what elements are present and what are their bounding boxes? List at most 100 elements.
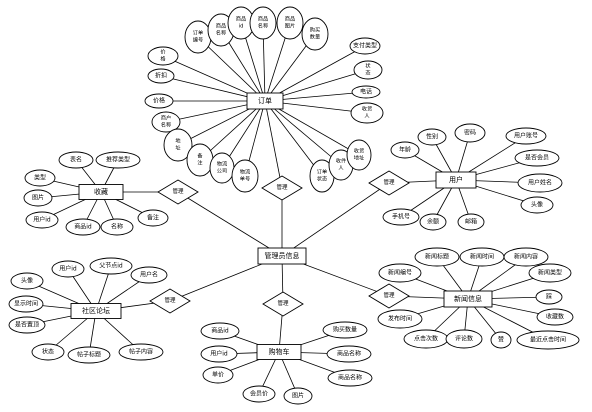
relationship-diamond bbox=[368, 283, 410, 309]
attribute-ellipse bbox=[517, 173, 563, 193]
node-label: 管理员信息 bbox=[265, 251, 300, 260]
attribute-ellipse bbox=[51, 260, 85, 278]
attribute-cart-1: 购买数量 bbox=[322, 321, 368, 339]
attribute-link bbox=[264, 100, 323, 177]
attribute-cart-5: 商品名称 bbox=[327, 369, 373, 387]
attribute-user-5: 用户姓名 bbox=[517, 173, 563, 193]
attribute-ellipse bbox=[490, 331, 512, 349]
attribute-link bbox=[264, 45, 366, 102]
node-label: 用户id bbox=[33, 216, 51, 224]
attribute-link bbox=[197, 36, 266, 102]
node-label: 手机号 bbox=[392, 213, 410, 221]
attribute-forum-3: 用户名 bbox=[130, 266, 168, 284]
node-label: 收藏数 bbox=[546, 313, 564, 321]
attribute-ellipse bbox=[520, 196, 554, 214]
attribute-ellipse bbox=[8, 316, 46, 334]
attribute-forum-2: 父节点id bbox=[89, 257, 133, 275]
attribute-ellipse bbox=[301, 17, 329, 51]
attribute-favorite-2: 类型 bbox=[24, 169, 56, 187]
relation-link bbox=[281, 182, 390, 257]
node-label: 状态 bbox=[42, 348, 54, 356]
node-label: 新闻信息 bbox=[454, 294, 482, 303]
node-label: 密码 bbox=[464, 129, 476, 137]
attribute-ellipse bbox=[147, 68, 175, 84]
node-label: 社区论坛 bbox=[82, 306, 110, 315]
attribute-order-14: 地址 bbox=[163, 128, 193, 162]
node-label: 新闻类型 bbox=[538, 269, 562, 277]
attribute-order-9: 商户名称 bbox=[151, 111, 181, 133]
attribute-ellipse bbox=[25, 211, 59, 229]
node-label: 用户账号 bbox=[514, 132, 538, 140]
attribute-order-17: 物流单号 bbox=[231, 159, 259, 193]
node-label: 管理 bbox=[277, 299, 289, 307]
node-label: 新闻标题 bbox=[425, 253, 449, 261]
node-label: 新闻内容 bbox=[514, 253, 538, 261]
node-label: 年龄 bbox=[399, 146, 411, 154]
node-label: 推荐类型 bbox=[106, 156, 130, 164]
attribute-user-4: 是否会员 bbox=[514, 149, 560, 167]
attribute-news-8: 赞 bbox=[490, 331, 512, 349]
node-label: 类型 bbox=[34, 174, 46, 182]
attribute-user-3: 用户账号 bbox=[505, 127, 547, 145]
node-label: 商品名称 bbox=[258, 15, 268, 30]
entity-rect bbox=[246, 92, 284, 110]
node-label: 表名 bbox=[70, 156, 82, 164]
attribute-ellipse bbox=[200, 345, 238, 363]
attribute-ellipse bbox=[382, 208, 420, 226]
node-label: 商品名称 bbox=[338, 374, 362, 382]
attribute-ellipse bbox=[10, 272, 44, 290]
attribute-ellipse bbox=[503, 247, 549, 267]
node-label: 新闻时间 bbox=[470, 253, 494, 261]
attribute-cart-6: 会员价 bbox=[242, 385, 276, 403]
node-label: 状态 bbox=[365, 62, 371, 77]
node-label: 帖子内容 bbox=[129, 348, 153, 356]
attribute-ellipse bbox=[276, 6, 304, 40]
entity-rect bbox=[256, 344, 302, 360]
entity-rect bbox=[70, 303, 122, 319]
attribute-ellipse bbox=[454, 123, 486, 143]
attribute-news-10: 收藏数 bbox=[536, 308, 574, 326]
node-label: 用户名 bbox=[140, 271, 158, 279]
node-label: 邮箱 bbox=[465, 218, 477, 226]
attribute-ellipse bbox=[514, 149, 560, 167]
attribute-cart-7: 图片 bbox=[283, 387, 313, 405]
attribute-news-7: 评论数 bbox=[445, 329, 483, 349]
node-label: 收货人 bbox=[362, 105, 372, 120]
attribute-cart-4: 单价 bbox=[202, 366, 234, 384]
attribute-ellipse bbox=[353, 60, 383, 80]
attribute-favorite-4: 用户id bbox=[25, 211, 59, 229]
node-label: 新闻编号 bbox=[388, 269, 412, 277]
node-label: 点击次数 bbox=[414, 335, 438, 343]
node-label: 订单编号 bbox=[193, 29, 203, 44]
relationship-rel-news: 管理 bbox=[368, 283, 410, 309]
node-label: 地址 bbox=[175, 137, 180, 152]
node-label: 头像 bbox=[21, 277, 33, 285]
node-label: 是否置顶 bbox=[15, 322, 39, 329]
attribute-ellipse bbox=[417, 128, 447, 146]
attribute-favorite-6: 名称 bbox=[100, 218, 134, 236]
attribute-ellipse bbox=[445, 329, 483, 349]
attribute-ellipse bbox=[326, 345, 372, 363]
attribute-ellipse bbox=[242, 385, 276, 403]
node-label: 订单 bbox=[258, 96, 272, 105]
node-label: 管理 bbox=[383, 178, 395, 186]
node-label: 价格 bbox=[153, 97, 165, 105]
attribute-favorite-1: 推荐类型 bbox=[95, 151, 141, 169]
attribute-ellipse bbox=[505, 127, 547, 145]
node-label: 购买数量 bbox=[333, 326, 357, 334]
node-label: 评论数 bbox=[455, 335, 473, 343]
attribute-ellipse bbox=[349, 37, 381, 55]
node-label: 管理 bbox=[383, 291, 395, 299]
attribute-user-7: 手机号 bbox=[382, 208, 420, 226]
entity-order: 订单 bbox=[246, 92, 284, 110]
attribute-ellipse bbox=[535, 289, 563, 305]
attribute-ellipse bbox=[147, 46, 179, 66]
attribute-ellipse bbox=[390, 141, 420, 159]
attribute-user-0: 年龄 bbox=[390, 141, 420, 159]
attribute-link bbox=[264, 100, 360, 156]
node-label: 商品id bbox=[74, 223, 92, 231]
node-label: 购物车 bbox=[269, 347, 290, 356]
node-label: 用户姓名 bbox=[528, 179, 552, 187]
